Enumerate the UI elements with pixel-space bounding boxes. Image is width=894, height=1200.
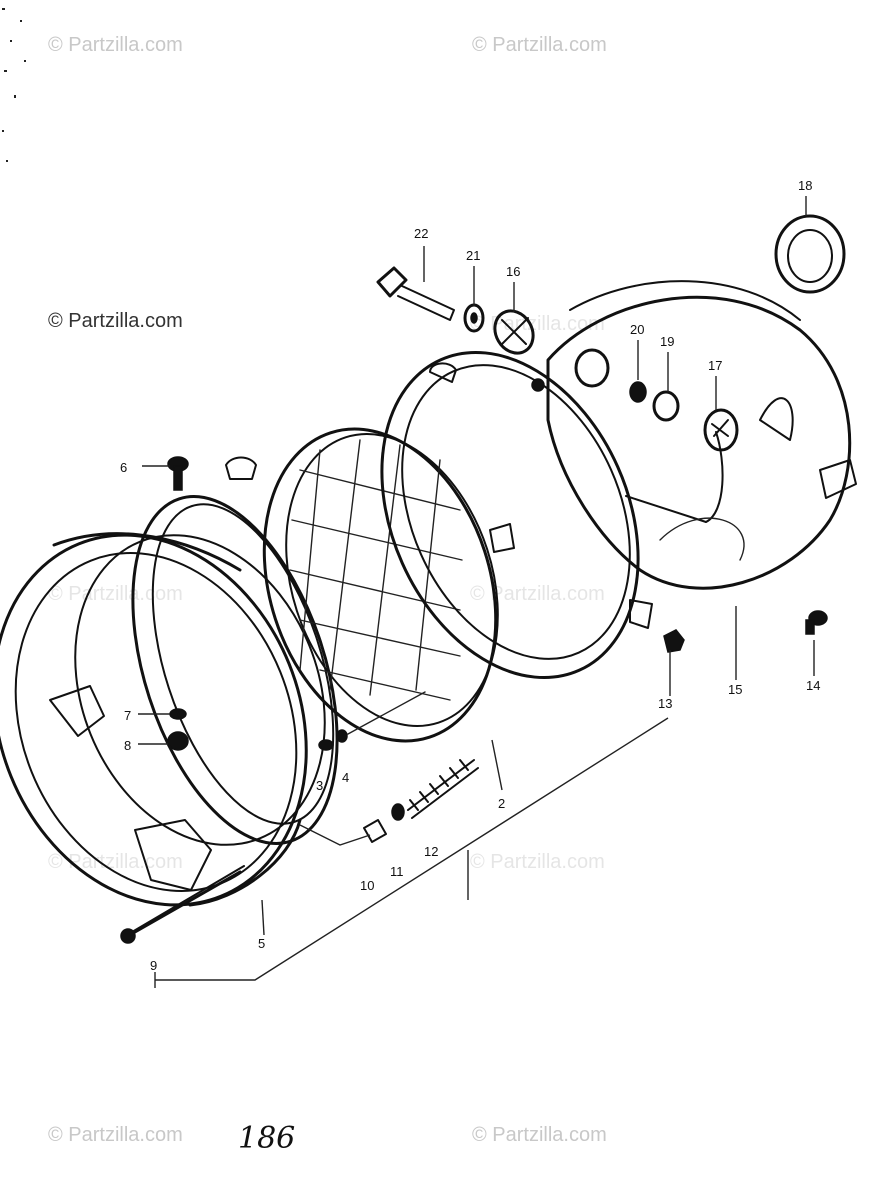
- callout-15: 15: [728, 682, 742, 697]
- part-6-screw: [167, 456, 189, 491]
- part-3-4-adjuster: [318, 691, 426, 751]
- part-14-screw: [805, 610, 828, 635]
- callout-18: 18: [798, 178, 812, 193]
- watermark-bottom-left: © Partzilla.com: [48, 1124, 183, 1146]
- svg-text:© Partzilla.com: © Partzilla.com: [470, 313, 605, 335]
- svg-text:© Partzilla.com: © Partzilla.com: [470, 851, 605, 873]
- callout-21: 21: [466, 248, 480, 263]
- callout-7: 7: [124, 708, 131, 723]
- callout-5: 5: [258, 936, 265, 951]
- part-13-nut: [663, 629, 685, 653]
- part-16-grommet: [493, 309, 535, 355]
- scan-specks: [2, 8, 26, 162]
- callout-8: 8: [124, 738, 131, 753]
- callout-6: 6: [120, 460, 127, 475]
- part-5-rim: [0, 532, 326, 907]
- callout-10: 10: [360, 878, 374, 893]
- leader-lines: [138, 196, 815, 988]
- mounting-ring: [131, 456, 339, 845]
- callout-9: 9: [150, 958, 157, 973]
- part-2-sealed-beam: [262, 427, 515, 743]
- part-10-11-12-spring: [363, 759, 479, 843]
- callout-numbers: 2 3 4 5 6 7 8 9 10 11 12 13 14 15 16 17 …: [120, 178, 820, 973]
- callout-22: 22: [414, 226, 428, 241]
- part-7-8-nut: [167, 708, 189, 751]
- callout-19: 19: [660, 334, 674, 349]
- part-22-bolt: [376, 266, 455, 321]
- callout-20: 20: [630, 322, 644, 337]
- callout-2: 2: [498, 796, 505, 811]
- callout-16: 16: [506, 264, 520, 279]
- callout-12: 12: [424, 844, 438, 859]
- watermark-left-middle: © Partzilla.com: [48, 310, 183, 332]
- callout-3: 3: [316, 778, 323, 793]
- inner-ring: [380, 350, 653, 680]
- part-18-ring: [774, 214, 846, 294]
- svg-text:© Partzilla.com: © Partzilla.com: [470, 583, 605, 605]
- part-9-long-screw: [120, 865, 245, 944]
- part-15-housing: [546, 280, 857, 590]
- callout-13: 13: [658, 696, 672, 711]
- part-17-19-20-fittings: [574, 348, 739, 452]
- svg-text:© Partzilla.com: © Partzilla.com: [48, 583, 183, 605]
- watermark-top-left: © Partzilla.com: [48, 34, 183, 56]
- callout-14: 14: [806, 678, 820, 693]
- svg-text:© Partzilla.com: © Partzilla.com: [48, 851, 183, 873]
- callout-11: 11: [390, 864, 404, 879]
- callout-4: 4: [342, 770, 349, 785]
- watermark-bottom-right: © Partzilla.com: [472, 1124, 607, 1146]
- callout-17: 17: [708, 358, 722, 373]
- watermark-echoes: © Partzilla.com © Partzilla.com © Partzi…: [48, 313, 605, 873]
- watermark-top-right: © Partzilla.com: [472, 34, 607, 56]
- page-note: 186: [238, 1121, 295, 1156]
